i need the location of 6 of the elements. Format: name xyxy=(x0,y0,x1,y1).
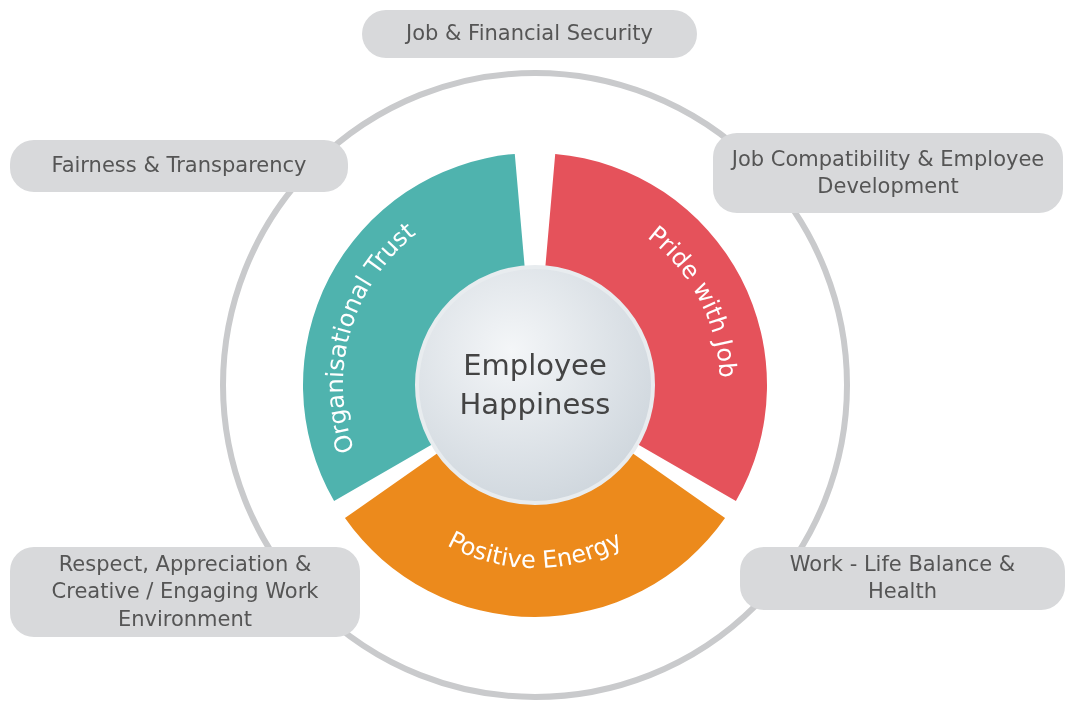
factor-pill: Fairness & Transparency xyxy=(10,140,348,192)
segment-label: Positive Energy xyxy=(443,525,627,575)
factor-pill: Respect, Appreciation & Creative / Engaging Work Environment xyxy=(10,547,360,637)
factor-pill: Job Compatibility & Employee Development xyxy=(713,133,1063,213)
factor-pill: Work - Life Balance & Health xyxy=(740,547,1065,610)
factor-pill: Job & Financial Security xyxy=(362,10,697,58)
